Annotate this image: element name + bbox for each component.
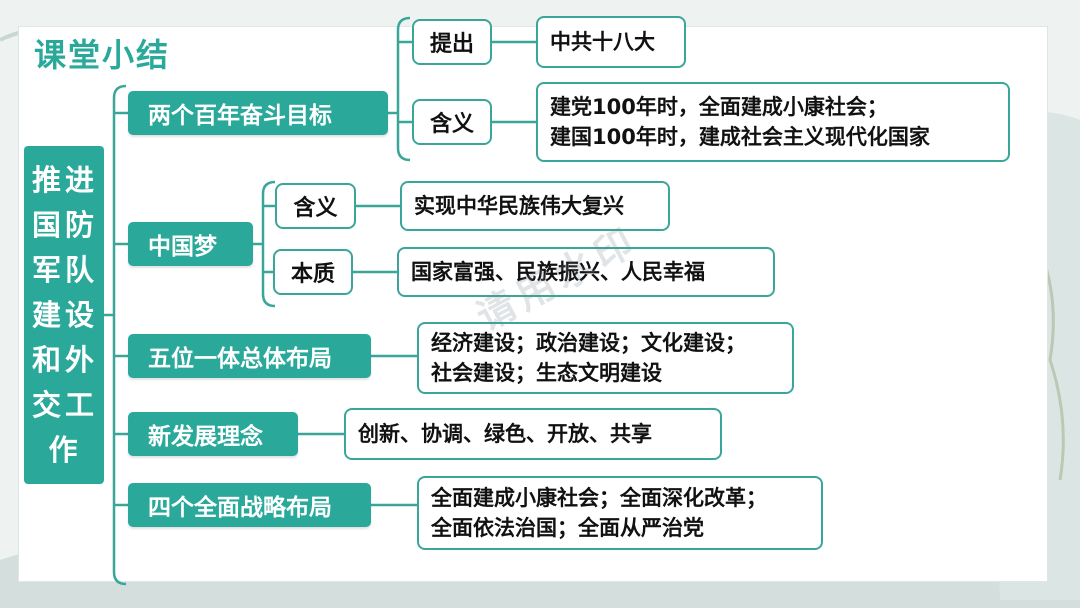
branch-five-sphere-layout: 五位一体总体布局	[128, 334, 371, 378]
root-node: 推进国防军队建设和外交工作	[24, 146, 104, 484]
branch-2-connector	[253, 180, 276, 308]
branch-2-leaf-2: 国家富强、民族振兴、人民幸福	[397, 247, 775, 297]
branch-5-leaf-line-1: 全面建成小康社会；全面深化改革；	[431, 486, 767, 510]
branch-3-leaf-line-1: 经济建设；政治建设；文化建设；	[431, 331, 746, 355]
page-title: 课堂小结	[34, 36, 171, 74]
branch-two-centenary-goals: 两个百年奋斗目标	[128, 91, 388, 135]
branch-2-leaf-2-line-1: 国家富强、民族振兴、人民幸福	[411, 260, 705, 284]
branch-four-comprehensives: 四个全面战略布局	[128, 483, 371, 527]
branch-1-connector	[388, 16, 411, 162]
branch-5-leaf: 全面建成小康社会；全面深化改革； 全面依法治国；全面从严治党	[417, 476, 823, 550]
branch-2-sub-meaning: 含义	[275, 183, 356, 229]
branch-4-leaf-line-1: 创新、协调、绿色、开放、共享	[358, 422, 652, 446]
branch-3-leaf-line-2: 社会建设；生态文明建设	[431, 361, 662, 385]
branch-new-development-philosophy: 新发展理念	[128, 412, 298, 456]
branch-2-leaf-1: 实现中华民族伟大复兴	[400, 181, 670, 231]
branch-1-leaf-2: 建党100年时，全面建成小康社会； 建国100年时，建成社会主义现代化国家	[536, 82, 1010, 162]
branch-1-sub-proposed: 提出	[412, 19, 492, 65]
branch-2-leaf-1-line-1: 实现中华民族伟大复兴	[414, 194, 624, 218]
branch-2-sub-essence: 本质	[273, 249, 353, 295]
branch-1-sub-meaning: 含义	[412, 99, 492, 145]
branch-1-leaf-1: 中共十八大	[536, 16, 686, 68]
branch-chinese-dream: 中国梦	[128, 222, 253, 266]
root-bracket	[104, 84, 127, 586]
branch-1-leaf-2-line-2: 建国100年时，建成社会主义现代化国家	[550, 125, 930, 149]
branch-1-leaf-2-line-1: 建党100年时，全面建成小康社会；	[550, 95, 888, 119]
branch-3-leaf: 经济建设；政治建设；文化建设； 社会建设；生态文明建设	[417, 322, 794, 394]
branch-4-leaf: 创新、协调、绿色、开放、共享	[344, 408, 722, 460]
branch-1-leaf-1-line-1: 中共十八大	[550, 30, 655, 54]
branch-5-leaf-line-2: 全面依法治国；全面从严治党	[431, 516, 704, 540]
